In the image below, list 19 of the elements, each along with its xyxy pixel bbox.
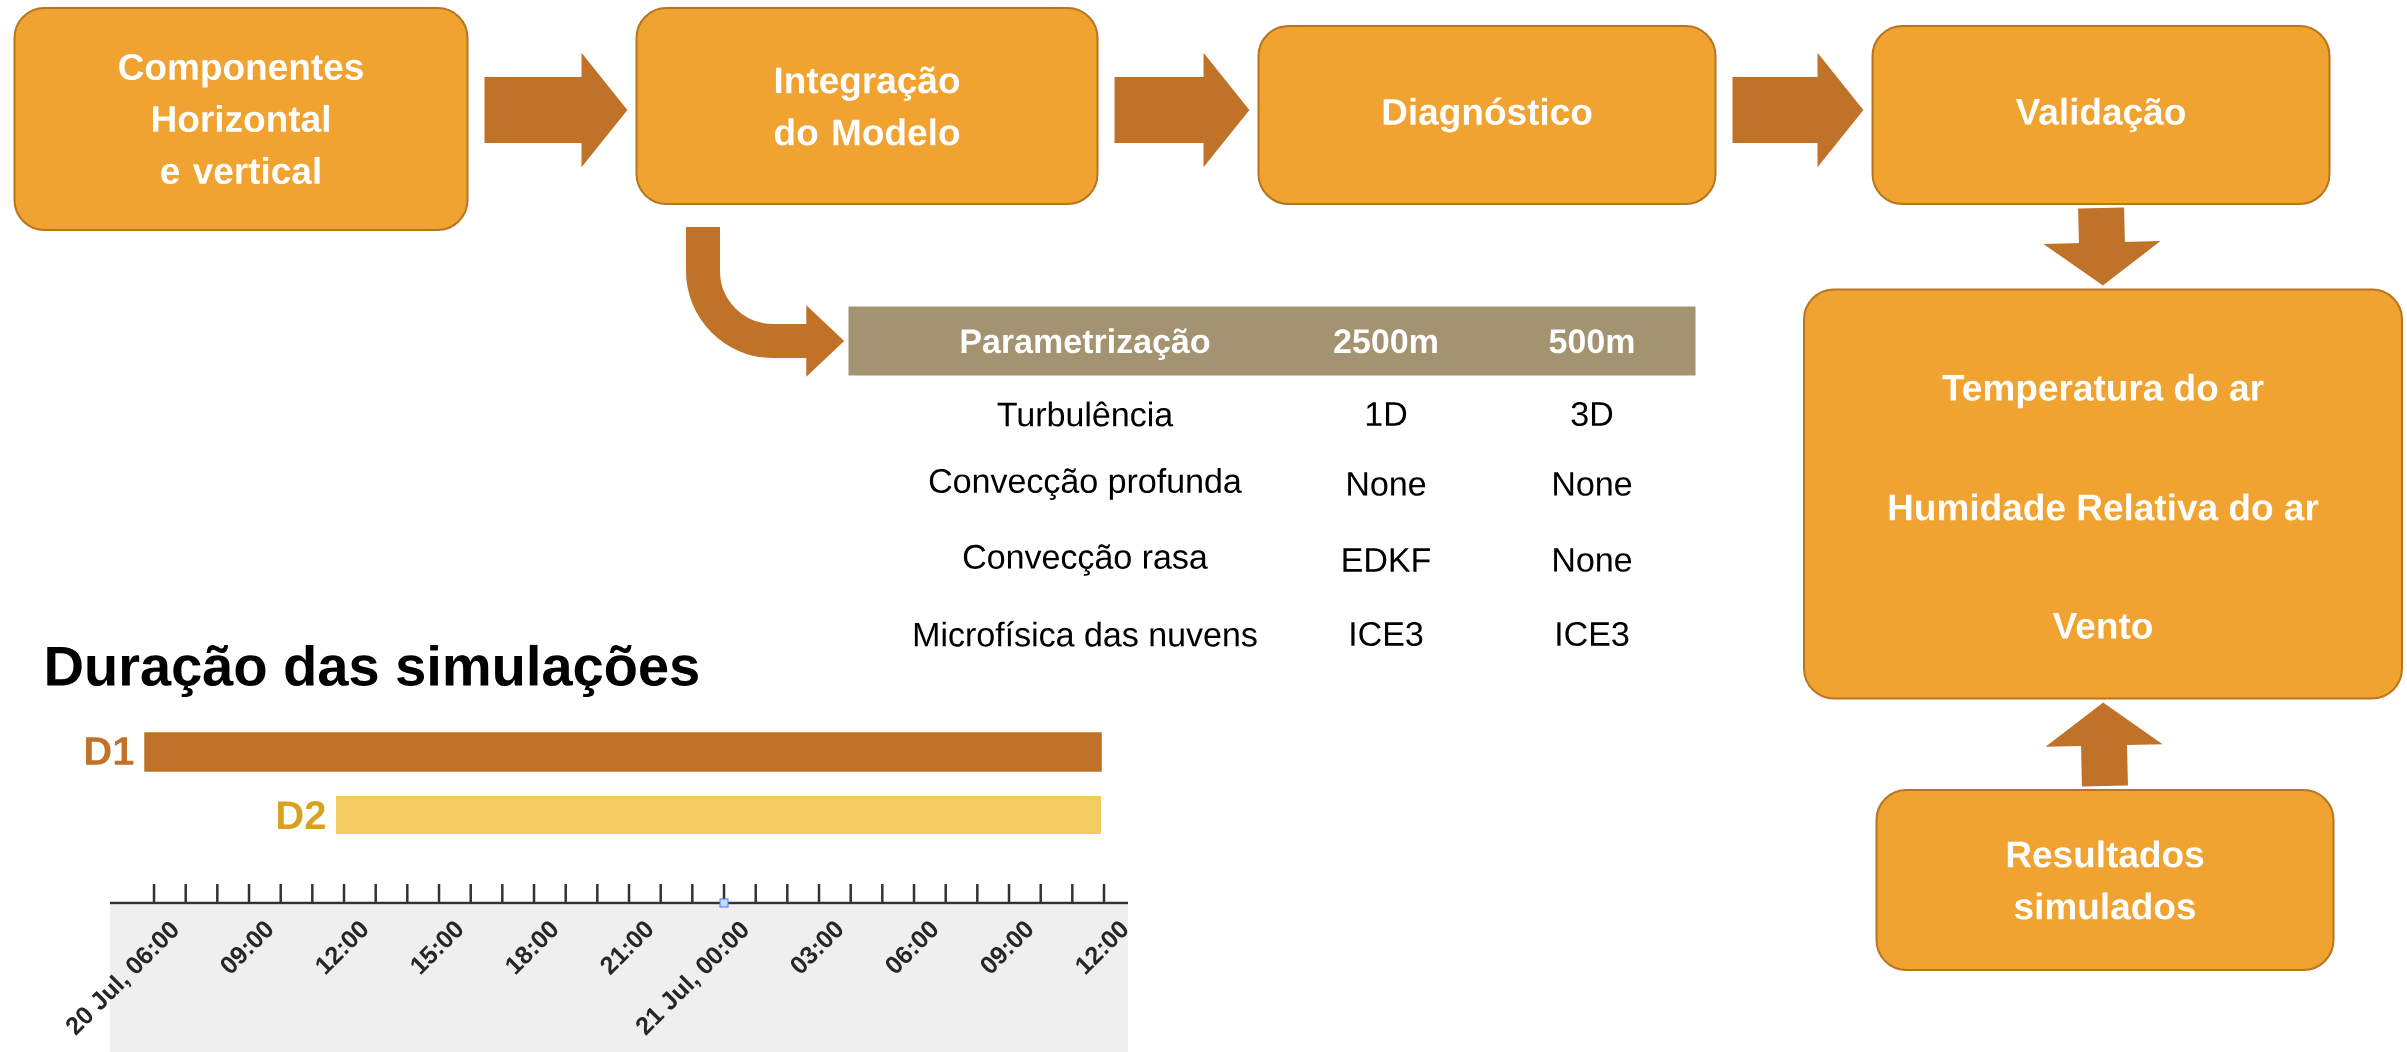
table-cell: EDKF (1343, 548, 1430, 572)
section-heading: Duração das simulações (47, 644, 698, 698)
table-cell: Convecção rasa (963, 544, 1208, 576)
process-box: Diagnóstico (1257, 25, 1717, 205)
process-box: Temperatura do ar Humidade Relativa do ar Vento (1803, 288, 2403, 700)
table-cell: ICE3 (1351, 621, 1423, 647)
process-box: Resultados simulados (1875, 789, 2335, 971)
table-header: Parametrização 2500m 500m (848, 306, 1696, 376)
table-cell: None (1348, 472, 1426, 496)
table-cell: None (1554, 472, 1632, 496)
table-cell: Convecção profunda (929, 468, 1242, 500)
process-box: Integração do Modelo (635, 7, 1099, 205)
process-box: Componentes Horizontal e vertical (13, 7, 469, 231)
table-cell: Microfísica das nuvens (914, 621, 1257, 647)
table-cell: ICE3 (1557, 621, 1629, 647)
process-box: Validação (1871, 25, 2331, 205)
bar-label: D1 (86, 737, 134, 765)
table-cell: None (1554, 548, 1632, 572)
bar-label: D2 (278, 801, 325, 829)
